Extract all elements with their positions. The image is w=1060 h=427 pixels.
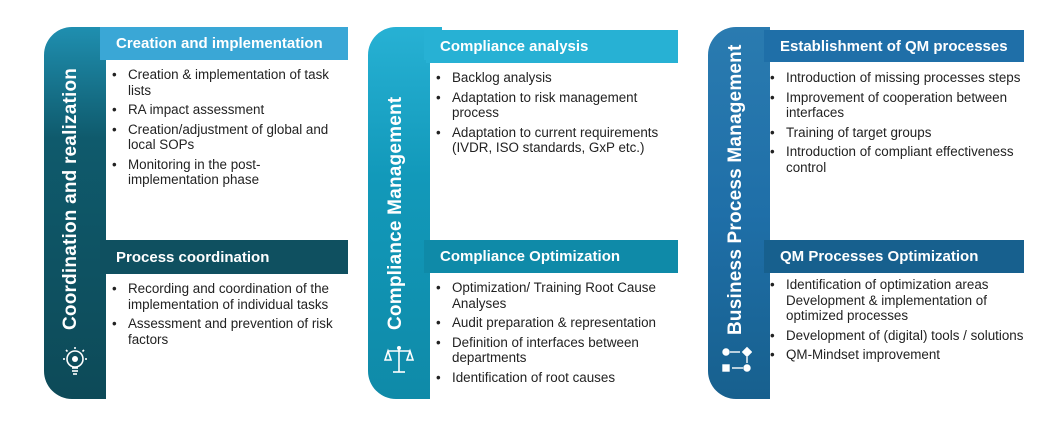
list-item: Backlog analysis: [436, 70, 681, 86]
list-item: Definition of interfaces between departm…: [436, 335, 681, 366]
list-item: Training of target groups: [770, 125, 1025, 141]
list-item: Optimization/ Training Root Cause Analys…: [436, 280, 681, 311]
scales-icon: [384, 346, 414, 373]
list-item: Creation/adjustment of global and local …: [112, 122, 342, 153]
process-flow-icon: [722, 346, 752, 372]
list-item: Identification of optimization areas Dev…: [770, 277, 1028, 324]
bullet-list: Introduction of missing processes steps …: [770, 70, 1025, 179]
lightbulb-gear-icon: [63, 347, 87, 375]
bullet-list: Backlog analysis Adaptation to risk mana…: [436, 70, 681, 160]
column-title: Compliance Management: [385, 96, 406, 330]
column-compliance: Compliance Management Compliance analysi…: [360, 0, 690, 427]
column-spine: [44, 27, 106, 399]
list-item: Audit preparation & representation: [436, 315, 681, 331]
column-spine: [708, 27, 770, 399]
section-heading: Compliance analysis: [426, 30, 678, 63]
list-item: RA impact assessment: [112, 102, 342, 118]
column-coordination: Coordination and realization Creation an…: [0, 0, 350, 427]
section-heading: Establishment of QM processes: [766, 30, 1024, 62]
list-item: Improvement of cooperation between inter…: [770, 90, 1025, 121]
list-item: Introduction of compliant effectiveness …: [770, 144, 1025, 175]
list-item: Introduction of missing processes steps: [770, 70, 1025, 86]
section-heading: Compliance Optimization: [426, 240, 678, 273]
list-item: Monitoring in the post-implementation ph…: [112, 157, 342, 188]
list-item: Adaptation to risk management process: [436, 90, 681, 121]
list-item: Adaptation to current requirements (IVDR…: [436, 125, 681, 156]
section-heading: Process coordination: [102, 240, 348, 274]
list-item: Identification of root causes: [436, 370, 681, 386]
bullet-list: Creation & implementation of task lists …: [112, 67, 342, 192]
list-item: Development of (digital) tools / solutio…: [770, 328, 1028, 344]
list-item: Recording and coordination of the implem…: [112, 281, 346, 312]
list-item: QM-Mindset improvement: [770, 347, 1028, 363]
list-item: Assessment and prevention of risk factor…: [112, 316, 346, 347]
column-spine: [368, 27, 430, 399]
bullet-list: Optimization/ Training Root Cause Analys…: [436, 280, 681, 389]
column-business-process: Business Process Management Establishmen…: [700, 0, 1040, 427]
section-heading: QM Processes Optimization: [766, 240, 1024, 273]
column-title: Business Process Management: [725, 44, 746, 335]
section-heading: Creation and implementation: [102, 27, 348, 60]
bullet-list: Recording and coordination of the implem…: [112, 281, 346, 351]
column-title: Coordination and realization: [60, 67, 81, 330]
bullet-list: Identification of optimization areas Dev…: [770, 277, 1028, 367]
list-item: Creation & implementation of task lists: [112, 67, 342, 98]
